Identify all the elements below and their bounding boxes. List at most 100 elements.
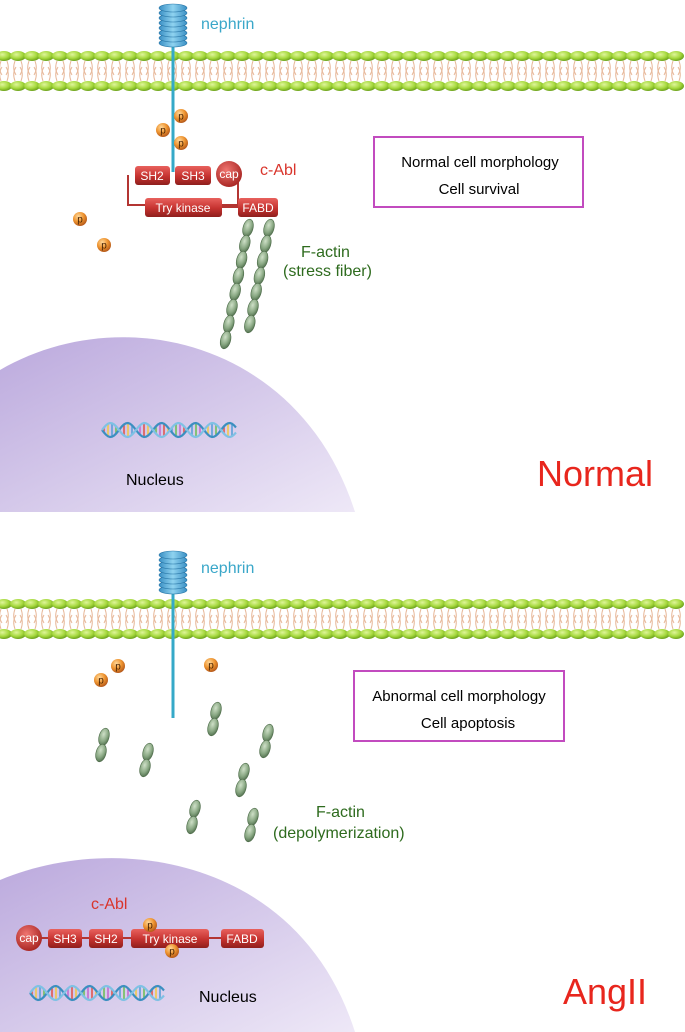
lipid-head [52,629,68,639]
phospho-group-p: p [73,212,87,226]
lipid-head [374,599,390,609]
phospho-group-p: p [165,944,179,958]
lipid-head [192,599,208,609]
phosphate-icon [204,658,218,672]
lipid-head [612,51,628,61]
actin-monomer [189,799,201,819]
lipid-head [458,51,474,61]
fabd-domain [238,198,278,217]
lipid-head [150,81,166,91]
actin-monomer [262,723,274,743]
lipid-head [570,51,586,61]
lipid-head [10,599,26,609]
lipid-head [192,629,208,639]
kinase-domain [145,198,222,217]
lipid-head [570,81,586,91]
lipid-head [654,51,670,61]
lipid-head [206,81,222,91]
cap-domain-label: cap [219,167,239,181]
lipid-head [472,599,488,609]
nucleus-label-angii: Nucleus [199,989,257,1006]
actin-monomer [229,282,241,302]
lipid-head [556,599,572,609]
actin-monomer [247,298,259,318]
lipid-head [0,51,12,61]
lipid-head [500,599,516,609]
lipid-head [416,81,432,91]
actin-monomer [244,823,256,843]
lipid-head [290,629,306,639]
lipid-head [192,51,208,61]
kinase-domain-label: Try kinase [156,201,211,215]
lipid-head [234,629,250,639]
phosphate-label: p [178,139,184,150]
lipid-head [654,81,670,91]
phosphate-icon [143,918,157,932]
phospho-group-p: p [204,658,218,672]
phosphate-label: p [101,241,107,252]
lipid-head [332,81,348,91]
lipid-head [388,599,404,609]
phospho-group-p: p [156,123,170,137]
lipid-head [122,81,138,91]
lipid-head [486,81,502,91]
lipid-head [80,51,96,61]
f-actin-label-angii: F-actin [316,804,365,821]
lipid-head [318,81,334,91]
f-actin-state-angii: (depolymerization) [273,825,405,842]
c-abl-protein-normal: SH2 SH3 cap Try kinase FABD [127,161,278,217]
lipid-head [24,81,40,91]
lipid-head [472,629,488,639]
lipid-head [38,51,54,61]
stress-fiber-actin [219,218,275,350]
lipid-head [66,51,82,61]
nephrin-receptor-normal [158,3,188,172]
lipid-head [430,51,446,61]
panel-label-angii: AngII [563,971,647,1012]
lipid-head [150,629,166,639]
outcome-survival-normal: Cell survival [439,181,520,198]
lipid-head [514,51,530,61]
lipid-head [318,629,334,639]
lipid-head [668,81,684,91]
phospho-group-p: p [111,659,125,673]
lipid-head [108,629,124,639]
actin-monomer [247,807,259,827]
phosphate-icon [94,673,108,687]
phosphate-label: p [98,676,104,687]
lipid-head [360,81,376,91]
sh2-domain-label: SH2 [140,169,164,183]
lipid-head [94,629,110,639]
lipid-head [640,629,656,639]
lipid-head [584,81,600,91]
dna-helix-angii [29,984,165,1002]
lipid-head [150,599,166,609]
lipid-head [430,599,446,609]
lipid-head [10,629,26,639]
outcome-morphology-normal: Normal cell morphology [401,154,559,171]
phosphate-label: p [77,215,83,226]
lipid-head [0,81,12,91]
lipid-head [472,51,488,61]
lipid-head [136,629,152,639]
lipid-head [346,81,362,91]
lipid-head [430,629,446,639]
cell-membrane-normal [0,51,684,91]
actin-monomer [219,330,232,350]
lipid-head [262,81,278,91]
lipid-head [234,599,250,609]
lipid-head [514,629,530,639]
lipid-head [542,629,558,639]
lipid-head [416,599,432,609]
actin-monomer [256,250,269,270]
lipid-head [346,599,362,609]
f-actin-state-normal: (stress fiber) [283,263,372,280]
c-abl-protein-angii: cap SH3 SH2 Try kinase FABD [16,925,264,951]
actin-monomer [210,701,222,721]
lipid-head [178,51,194,61]
lipid-head [444,81,460,91]
actin-monomer [207,717,219,737]
lipid-head [486,51,502,61]
phospho-group-p: p [143,918,157,932]
